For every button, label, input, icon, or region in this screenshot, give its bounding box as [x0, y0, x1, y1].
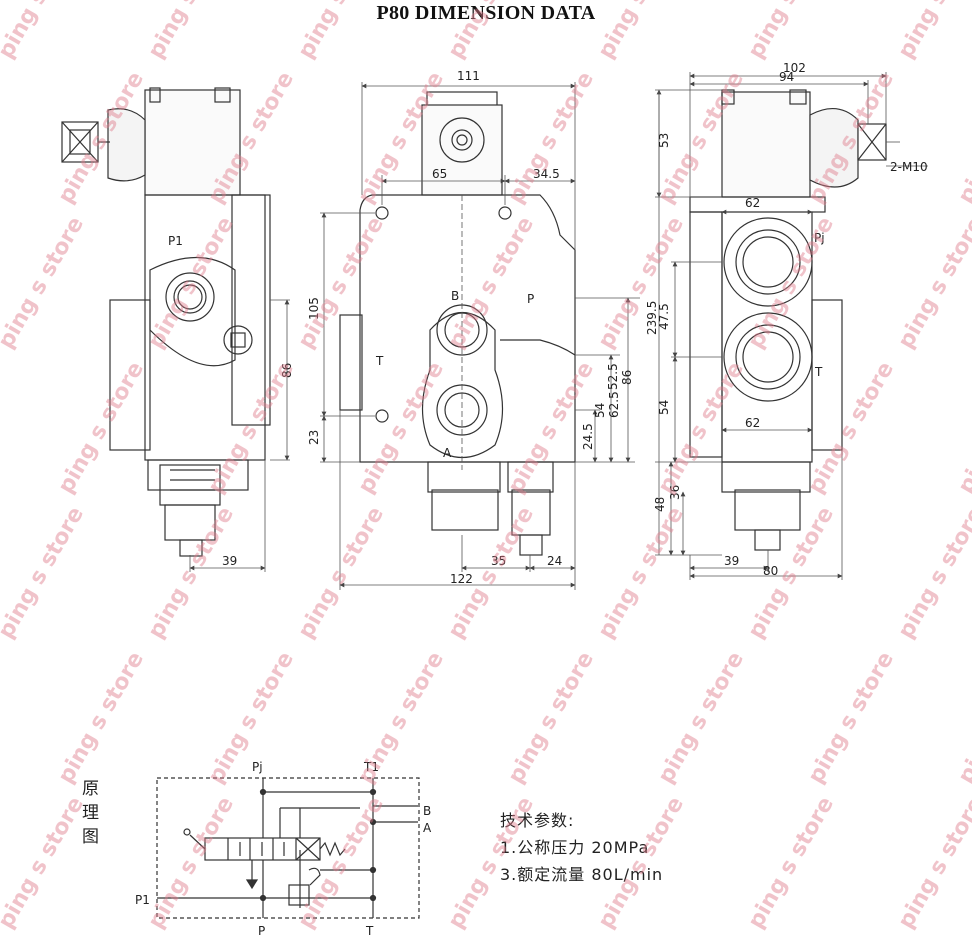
watermark-text: ping s store: [744, 0, 839, 63]
port-label-b: B: [451, 289, 459, 303]
dim-front-24-5: 24.5: [581, 423, 595, 450]
dim-front-111: 111: [457, 69, 480, 83]
schematic-caption-2: 理: [82, 803, 99, 823]
watermark-text: ping s store: [504, 648, 599, 788]
dim-left-86: 86: [280, 363, 294, 378]
drawing-title: P80 DIMENSION DATA: [376, 2, 596, 24]
watermark-text: ping s store: [354, 648, 449, 788]
dim-front-52-5: 52.5: [606, 363, 620, 390]
connector-icon: [857, 123, 887, 161]
dim-right-53: 53: [657, 133, 671, 148]
watermark-text: ping s store: [444, 0, 539, 63]
specs-pressure: 1.公称压力 20MPa: [500, 838, 649, 857]
schematic-port-p1: P1: [135, 893, 150, 907]
dim-right-80: 80: [763, 564, 778, 578]
dim-front-105: 105: [307, 297, 321, 320]
port-label-a: A: [443, 446, 452, 460]
watermark-text: ping s store: [144, 213, 239, 353]
dim-front-54: 54: [593, 403, 607, 418]
schematic-port-t1: T1: [363, 760, 379, 774]
schematic-port-p: P: [258, 924, 265, 938]
right-view-dimensions: [655, 72, 928, 580]
schematic-port-a: A: [423, 821, 432, 835]
watermark-text: ping s store: [744, 793, 839, 933]
dim-right-94: 94: [779, 70, 794, 84]
dim-right-239-5: 239.5: [645, 301, 659, 335]
left-view-dimensions: [189, 299, 290, 572]
watermark-text: ping s store: [0, 793, 89, 933]
watermark-text: ping s store: [744, 213, 839, 353]
dim-front-65: 65: [432, 167, 447, 181]
schematic-caption-1: 原: [82, 779, 99, 799]
watermark-text: ping s store: [0, 503, 89, 643]
watermark-text: ping s store: [594, 793, 689, 933]
watermark-text: ping s store: [954, 68, 972, 208]
schematic-port-b: B: [423, 804, 431, 818]
watermark-text: ping s store: [894, 793, 972, 933]
watermark-text: ping s store: [444, 213, 539, 353]
port-label-pj: Pj: [814, 231, 825, 245]
schematic-caption-3: 图: [82, 827, 99, 847]
schematic-port-t: T: [365, 924, 374, 938]
dim-front-24: 24: [547, 554, 562, 568]
dim-right-62-top: 62: [745, 196, 760, 210]
watermark-text: ping s store: [804, 648, 899, 788]
dim-right-39: 39: [724, 554, 739, 568]
dim-front-35: 35: [491, 554, 506, 568]
dim-front-62-5: 62.5: [607, 391, 621, 418]
watermark-text: ping s store: [744, 503, 839, 643]
watermark-text: ping s store: [954, 648, 972, 788]
watermark-text: ping s store: [0, 0, 89, 63]
specs-flow: 3.额定流量 80L/min: [500, 865, 663, 884]
watermark-text: ping s store: [594, 503, 689, 643]
watermark-text: ping s store: [444, 793, 539, 933]
dim-front-34-5: 34.5: [533, 167, 560, 181]
dim-right-62-bottom: 62: [745, 416, 760, 430]
watermark-text: ping s store: [54, 358, 149, 498]
dim-front-122: 122: [450, 572, 473, 586]
front-view-dimensions: [320, 82, 640, 590]
watermark-text: ping s store: [894, 503, 972, 643]
watermark-text: ping s store: [894, 213, 972, 353]
specs-heading: 技术参数:: [500, 811, 574, 830]
watermark-text: ping s store: [294, 793, 389, 933]
watermark-text: ping s store: [0, 213, 89, 353]
dim-front-23: 23: [307, 430, 321, 445]
watermark-text: ping s store: [294, 503, 389, 643]
watermark-text: ping s store: [144, 503, 239, 643]
watermark-text: ping s store: [144, 0, 239, 63]
hydraulic-schematic: [156, 777, 420, 919]
port-label-p1-side: P1: [168, 234, 183, 248]
watermark-text: ping s store: [894, 0, 972, 63]
dim-right-47-5: 47.5: [657, 303, 671, 330]
dim-right-102: 102: [783, 61, 806, 75]
port-label-t-right: T: [814, 365, 823, 379]
left-side-view: [61, 87, 271, 557]
dim-left-39: 39: [222, 554, 237, 568]
watermark-text: ping s store: [594, 0, 689, 63]
dim-right-36: 36: [668, 485, 682, 500]
watermark-text: ping s store: [294, 0, 389, 63]
thread-label-2-m10: 2-M10: [890, 160, 928, 174]
connector-icon: [61, 121, 99, 163]
watermark-text: ping s store: [654, 358, 749, 498]
dim-front-86: 86: [620, 370, 634, 385]
watermark-text: ping s store: [954, 358, 972, 498]
watermark-text: ping s store: [354, 358, 449, 498]
dim-right-48: 48: [653, 497, 667, 512]
watermark-text: ping s store: [654, 648, 749, 788]
watermark-text: ping s store: [504, 68, 599, 208]
port-label-p: P: [527, 292, 534, 306]
right-side-view: [689, 89, 887, 551]
spool-valve-symbol: [183, 828, 346, 861]
watermark-text: ping s store: [54, 648, 149, 788]
port-label-t: T: [375, 354, 384, 368]
watermark-text: ping s store: [204, 358, 299, 498]
watermark-text: ping s store: [144, 793, 239, 933]
watermark-text: ping s store: [294, 213, 389, 353]
schematic-port-pj: Pj: [252, 760, 263, 774]
dim-right-54: 54: [657, 400, 671, 415]
